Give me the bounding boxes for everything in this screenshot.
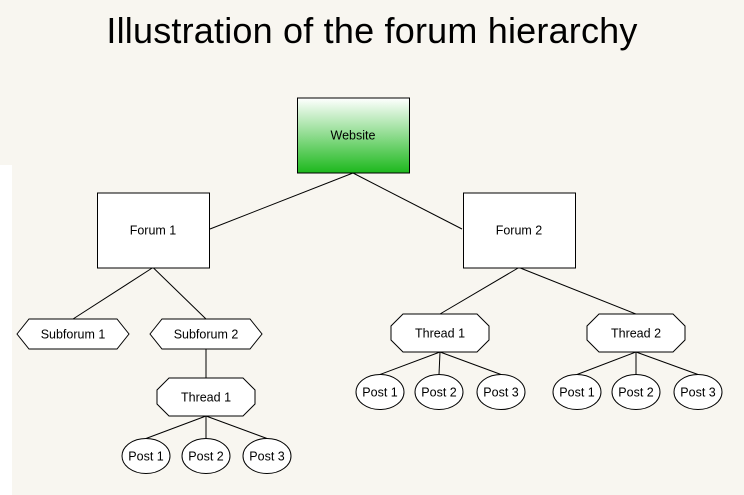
node-t1-post2: Post 2	[414, 374, 464, 410]
f2-thread1-octagon-shape	[390, 313, 490, 353]
edge-forum1-to-f1-subforum2	[152, 267, 207, 320]
node-t1-post1: Post 1	[355, 374, 405, 410]
edge-forum2-to-f2-thread1	[439, 267, 520, 315]
f1-subforum1-label: Subforum 1	[41, 328, 106, 342]
website-label: Website	[331, 129, 376, 143]
node-t2-post2: Post 2	[611, 374, 661, 410]
sf2-post3-label: Post 3	[249, 450, 284, 464]
sf2-post1-ellipse-shape	[121, 438, 171, 474]
t1-post1-ellipse-shape	[355, 374, 405, 410]
edge-f2-thread1-to-t1-post1	[379, 351, 441, 375]
node-f2-thread1: Thread 1	[390, 313, 490, 353]
edge-sf2-thread1-to-sf2-post1	[145, 415, 207, 439]
t2-post3-ellipse-shape	[673, 374, 723, 410]
t2-post1-label: Post 1	[559, 386, 594, 400]
forum1-rectangle-shape	[97, 192, 210, 269]
sf2-post2-label: Post 2	[188, 450, 223, 464]
edge-f2-thread2-to-t2-post1	[576, 351, 637, 375]
edge-f2-thread1-to-t1-post2	[438, 351, 441, 375]
sf2-post2-ellipse-shape	[181, 438, 231, 474]
node-forum2: Forum 2	[463, 192, 576, 269]
t1-post3-label: Post 3	[483, 386, 518, 400]
node-t2-post1: Post 1	[552, 374, 602, 410]
sf2-thread1-label: Thread 1	[181, 391, 231, 405]
forum2-rectangle-shape	[463, 192, 576, 269]
sf2-post1-label: Post 1	[128, 450, 163, 464]
f1-subforum2-hexagon-shape	[149, 318, 263, 350]
t2-post2-label: Post 2	[618, 386, 653, 400]
f2-thread1-label: Thread 1	[415, 327, 465, 341]
left-edge-strip	[0, 165, 12, 495]
sf2-thread1-octagon-shape	[156, 377, 256, 417]
edge-website-to-forum2	[352, 172, 463, 230]
edge-forum2-to-f2-thread2	[518, 267, 637, 315]
f1-subforum1-hexagon-shape	[16, 318, 130, 350]
node-t1-post3: Post 3	[476, 374, 526, 410]
t2-post1-ellipse-shape	[552, 374, 602, 410]
t1-post2-label: Post 2	[421, 386, 456, 400]
website-rectangle-shape	[297, 97, 410, 174]
t1-post1-label: Post 1	[362, 386, 397, 400]
node-sf2-post2: Post 2	[181, 438, 231, 474]
connector-lines	[72, 172, 699, 439]
forum2-label: Forum 2	[496, 224, 543, 238]
edge-f2-thread2-to-t2-post3	[635, 351, 699, 375]
page-title: Illustration of the forum hierarchy	[106, 10, 638, 51]
f2-thread2-octagon-shape	[586, 313, 686, 353]
t1-post3-ellipse-shape	[476, 374, 526, 410]
f1-subforum2-label: Subforum 2	[174, 328, 239, 342]
node-forum1: Forum 1	[97, 192, 210, 269]
edge-forum1-to-f1-subforum1	[72, 267, 154, 320]
sf2-post3-ellipse-shape	[242, 438, 292, 474]
forum1-label: Forum 1	[130, 224, 177, 238]
node-f1-subforum2: Subforum 2	[149, 318, 263, 350]
f2-thread2-label: Thread 2	[611, 327, 661, 341]
t2-post2-ellipse-shape	[611, 374, 661, 410]
t1-post2-ellipse-shape	[414, 374, 464, 410]
node-sf2-post1: Post 1	[121, 438, 171, 474]
node-f2-thread2: Thread 2	[586, 313, 686, 353]
edge-website-to-forum1	[209, 172, 354, 230]
edge-sf2-thread1-to-sf2-post3	[205, 415, 268, 439]
node-website: Website	[297, 97, 410, 174]
node-sf2-thread1: Thread 1	[156, 377, 256, 417]
node-f1-subforum1: Subforum 1	[16, 318, 130, 350]
t2-post3-label: Post 3	[680, 386, 715, 400]
edge-f2-thread1-to-t1-post3	[439, 351, 502, 375]
node-t2-post3: Post 3	[673, 374, 723, 410]
node-sf2-post3: Post 3	[242, 438, 292, 474]
